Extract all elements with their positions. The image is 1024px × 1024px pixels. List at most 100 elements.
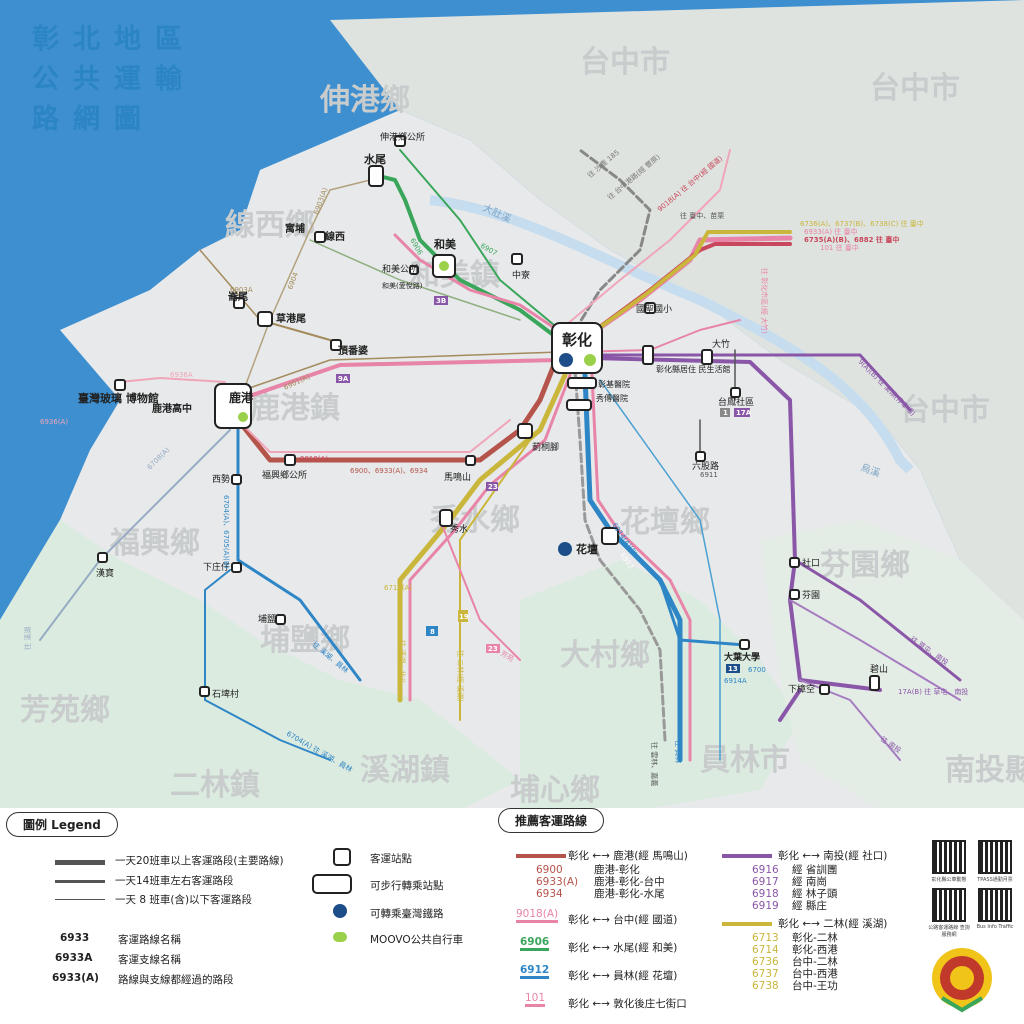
- stop-zhongliao[interactable]: [511, 253, 523, 265]
- stop-xishi[interactable]: [231, 474, 242, 485]
- dest-caotun-2: 17A(B) 往 草屯、南投: [898, 687, 968, 696]
- line-6704: [204, 569, 331, 761]
- line-23: [439, 519, 521, 661]
- rail-icons: [238, 261, 596, 556]
- qr-code-1[interactable]: [932, 840, 966, 874]
- region-erlin: 二林鎮: [170, 768, 260, 803]
- stop-xiushui[interactable]: [439, 509, 453, 527]
- dest-beidou: 往 溪湖、北斗: [398, 640, 407, 684]
- station-label-shekou: 社口: [802, 557, 820, 569]
- route-6700: 6700: [748, 666, 766, 674]
- station-label-shengang: 伸港鄉公所: [380, 131, 425, 143]
- region-taichung-3: 台中市: [900, 393, 990, 428]
- line-yellow-erlin: [397, 372, 568, 703]
- stop-xianxi[interactable]: [314, 231, 326, 243]
- stop-caogangwei[interactable]: [257, 311, 273, 327]
- dacun-green: [520, 560, 800, 810]
- badge-1-bg: [720, 408, 730, 417]
- rec-g1-codes: 6900 6933(A) 6934: [536, 864, 578, 900]
- badge-3b-bg: [434, 296, 448, 305]
- stop-gov-center[interactable]: [642, 345, 654, 365]
- stop-puyan[interactable]: [275, 614, 286, 625]
- stop-taifeng[interactable]: [730, 387, 741, 398]
- route-badges: 9A 3B 1 17A 23 19 8 23 13: [336, 296, 752, 673]
- stop-xiuchuan[interactable]: [566, 399, 592, 411]
- fenyuan-green: [760, 520, 1024, 810]
- badge-13: 13: [728, 665, 738, 673]
- stop-kanwei[interactable]: [233, 297, 245, 309]
- qr-code-3[interactable]: [932, 888, 966, 922]
- line-9018-north: [559, 149, 731, 331]
- region-fangyuan: 芳苑鄉: [20, 693, 110, 728]
- rail-icon-changhua: [559, 353, 573, 367]
- dest-101-taichung: 101 往 臺中: [820, 243, 859, 252]
- legend-transfer: 可步行轉乘站點: [370, 880, 444, 892]
- stop-xiajiangkong[interactable]: [819, 684, 830, 695]
- station-label-yupu: 寓埔: [285, 222, 305, 235]
- stop-shuiwei[interactable]: [368, 165, 384, 187]
- route-6911: 6911: [700, 471, 718, 479]
- stop-hemei-office[interactable]: [409, 265, 419, 275]
- badge-9a: 9A: [338, 375, 349, 383]
- rec-g1-name-1: 鹿港-彰化: [594, 864, 640, 876]
- station-label-hanbao: 漢寶: [96, 567, 114, 579]
- rec-g7-code-2: 6714: [752, 944, 779, 956]
- rec-g6-head: 彰化 ←→ 南投(經 社口): [778, 850, 888, 862]
- dest-grey-taichung: 往 臺中、苗栗: [680, 211, 724, 220]
- station-label-hemei: 和美: [434, 237, 457, 251]
- stop-hanbao[interactable]: [97, 552, 108, 563]
- line-101-east: [574, 319, 741, 353]
- station-label-caogangwei: 草港尾: [276, 312, 306, 325]
- badge-23a: 23: [488, 483, 498, 491]
- legend-code-1: 6933: [60, 932, 90, 944]
- stop-shengang-office[interactable]: [394, 135, 406, 147]
- stop-dazhu[interactable]: [701, 349, 713, 365]
- station-label-shuiwei: 水尾: [364, 152, 386, 166]
- stop-bishan[interactable]: [869, 675, 880, 691]
- rec-g7-head: 彰化 ←→ 二林(經 溪湖): [778, 918, 888, 930]
- stop-hospital[interactable]: [567, 377, 597, 389]
- stop-huatan[interactable]: [601, 527, 619, 545]
- stop-fuxing-office[interactable]: [284, 454, 296, 466]
- station-label-changhua: 彰化: [562, 331, 592, 349]
- title-line-2: 公共運輸: [32, 64, 196, 95]
- dest-red-taichung: 6735(A)(B)、6882 往 臺中: [804, 235, 899, 244]
- stop-liugu[interactable]: [695, 451, 706, 462]
- bike-icon-lukang: [238, 412, 248, 422]
- stop-mamingshan[interactable]: [465, 455, 476, 466]
- qr-caption-4: Bus Info Traffic: [976, 924, 1014, 930]
- stop-fenyuan[interactable]: [789, 589, 800, 600]
- legend-bike: MOOVO公共自行車: [370, 934, 464, 946]
- legend-stop: 客運站點: [370, 853, 412, 865]
- route-6914a: 6914A: [724, 677, 747, 685]
- line-green-6906: [373, 173, 562, 342]
- stop-shekou[interactable]: [789, 557, 800, 568]
- legend-freq20: 一天20班車以上客運路段(主要路線): [115, 855, 284, 867]
- line-brown-kanwei: [199, 249, 261, 321]
- line-blue-west: [236, 428, 362, 682]
- rec-g7-names: 彰化-二林 彰化-西港 台中-二林 台中-西港 台中-王功: [792, 932, 838, 992]
- line-grey-north: [573, 148, 652, 332]
- stop-shiduncun[interactable]: [199, 686, 210, 697]
- qr-code-4[interactable]: [978, 888, 1012, 922]
- station-label-xiajiangkong: 下樟空: [788, 683, 815, 695]
- stop-xiashezai[interactable]: [231, 562, 242, 573]
- stop-dingfanpo[interactable]: [330, 339, 342, 351]
- stop-jutonggang[interactable]: [517, 423, 533, 439]
- station-label-puyan: 埔鹽: [258, 613, 276, 625]
- qr-code-2[interactable]: [978, 840, 1012, 874]
- station-label-xishi: 西勢: [212, 473, 230, 485]
- stop-dayeh[interactable]: [739, 639, 750, 650]
- line-grey-south: [573, 368, 667, 742]
- region-xihu: 溪湖鎮: [360, 753, 450, 788]
- region-fenyuan: 芬園鄉: [820, 548, 910, 583]
- line-pink-dingfanpo: [236, 358, 562, 402]
- rec-g1-name-2: 鹿港-彰化-台中: [594, 876, 665, 888]
- rec-g1-code-3: 6934: [536, 888, 563, 900]
- line-6700: [599, 379, 721, 761]
- badge-23a-bg: [486, 482, 498, 491]
- legend-transfer-icon: [312, 874, 352, 894]
- bike-icon: [333, 932, 347, 942]
- stop-guoju[interactable]: [644, 302, 656, 314]
- stop-glass-museum[interactable]: [114, 379, 126, 391]
